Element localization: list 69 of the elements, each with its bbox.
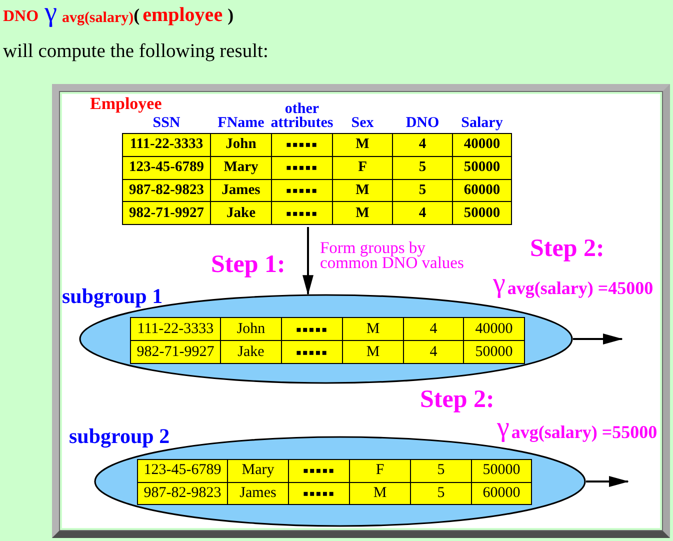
table-cell: Mary	[228, 460, 288, 482]
relation-name: employee	[142, 4, 223, 27]
table-cell: 4	[393, 202, 452, 224]
table-cell: ▪▪▪▪▪	[289, 482, 349, 504]
column-header: SSN	[152, 116, 180, 132]
table-cell: 982-71-9927	[131, 341, 220, 363]
table-cell: 50000	[472, 460, 531, 482]
step-note: Form groups by common DNO values	[320, 240, 465, 270]
description-text: will compute the following result:	[3, 41, 268, 62]
column-header: DNO	[406, 116, 440, 132]
table-cell: ▪▪▪▪▪	[289, 460, 349, 482]
column-header: Sex	[351, 116, 374, 132]
table-cell: 4	[393, 134, 452, 156]
table-cell: ▪▪▪▪▪	[282, 318, 342, 340]
parenthesis: (	[134, 5, 140, 26]
table-cell: John	[221, 318, 281, 340]
table-cell: 50000	[453, 156, 511, 178]
arrow	[586, 476, 629, 487]
parenthesis: )	[228, 5, 234, 26]
grouping-attribute: DNO	[3, 8, 39, 26]
table-cell: M	[333, 180, 392, 202]
table-cell: M	[333, 134, 392, 156]
table-cell: 60000	[472, 482, 531, 504]
column-header: other attributes	[270, 102, 334, 132]
table-cell: Mary	[211, 156, 271, 178]
table-cell: ▪▪▪▪▪	[272, 180, 332, 202]
table-cell: Jake	[221, 341, 281, 363]
table-cell: 111-22-3333	[131, 318, 220, 340]
table-cell: 60000	[453, 180, 511, 202]
table-cell: James	[228, 482, 288, 504]
table-cell: 4	[404, 318, 463, 340]
arrow	[302, 227, 314, 296]
table-cell: ▪▪▪▪▪	[272, 156, 332, 178]
table-cell: 40000	[464, 318, 524, 340]
table-cell: ▪▪▪▪▪	[272, 202, 332, 224]
table-cell: 4	[404, 341, 463, 363]
table-cell: 5	[411, 482, 471, 504]
table-cell: ▪▪▪▪▪	[282, 341, 342, 363]
table-cell: 5	[411, 460, 471, 482]
table-cell: M	[343, 318, 403, 340]
step-label: Step 2:	[420, 386, 494, 414]
table-cell: F	[350, 460, 410, 482]
table-cell: 987-82-9823	[123, 180, 210, 202]
table-cell: Jake	[211, 202, 271, 224]
table-cell: M	[350, 482, 410, 504]
table-cell: 50000	[453, 202, 511, 224]
table-cell: 5	[393, 180, 452, 202]
table-cell: 50000	[464, 341, 524, 363]
column-header: FName	[218, 116, 264, 132]
table-cell: M	[343, 341, 403, 363]
group-label: subgroup 2	[69, 426, 170, 447]
table-cell: 123-45-6789	[138, 460, 227, 482]
table-cell: 982-71-9927	[123, 202, 210, 224]
table-title: Employee	[90, 95, 162, 112]
table-cell: 111-22-3333	[123, 134, 210, 156]
table-cell: 123-45-6789	[123, 156, 210, 178]
table-cell: 987-82-9823	[138, 482, 227, 504]
table-cell: ▪▪▪▪▪	[272, 134, 332, 156]
arrow	[573, 334, 623, 344]
table-cell: F	[333, 156, 392, 178]
table-cell: James	[211, 180, 271, 202]
column-header: Salary	[461, 116, 503, 132]
group-label: subgroup 1	[62, 286, 163, 307]
table-cell: 40000	[453, 134, 511, 156]
table-cell: 5	[393, 156, 452, 178]
step-label: Step 1:	[211, 251, 286, 278]
table-cell: John	[211, 134, 271, 156]
step-label: Step 2:	[530, 235, 604, 262]
table-cell: M	[333, 202, 392, 224]
